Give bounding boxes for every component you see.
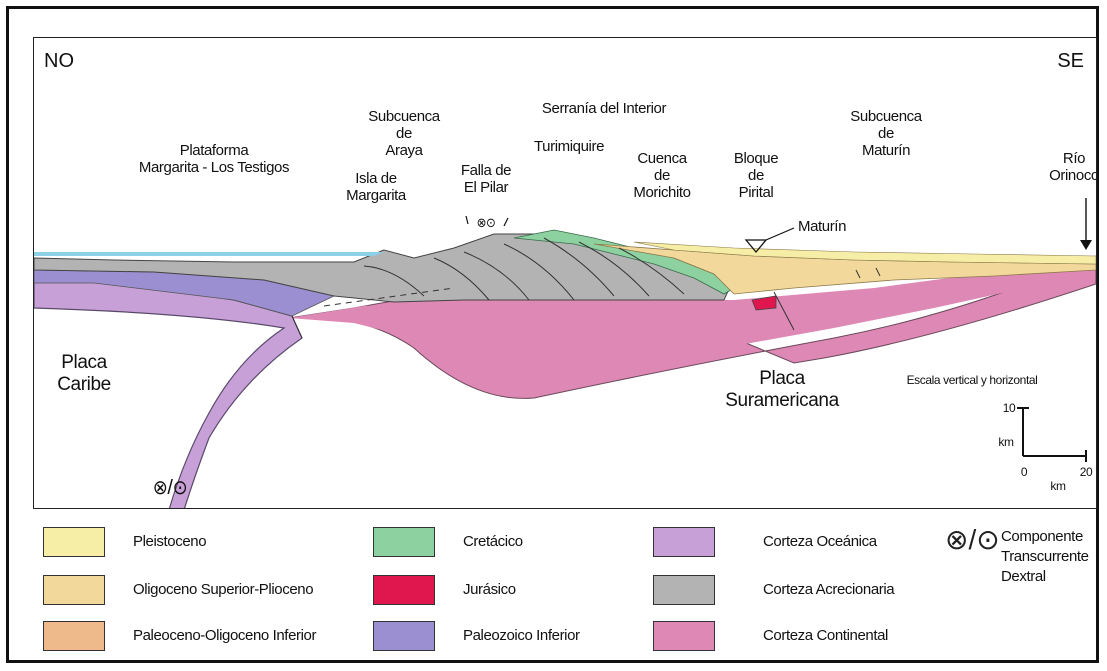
scale-v-unit: km (998, 434, 1013, 451)
orinoco-arrow-head (1080, 240, 1092, 250)
legend-label: Oligoceno Superior-Plioceno (133, 581, 313, 598)
legend-label: Corteza Acrecionaria (763, 581, 894, 598)
legend-swatch (43, 575, 105, 605)
legend-label: Pleistoceno (133, 533, 206, 550)
scale-h-zero: 0 (1021, 464, 1027, 481)
label-maturin-town: Maturín (798, 218, 846, 235)
corner-label-no: NO (44, 50, 74, 73)
jurassic-block (752, 296, 776, 310)
scale-h-value: 20 (1080, 464, 1093, 481)
legend-label: Cretácico (463, 533, 523, 550)
sea-layer (34, 252, 384, 256)
legend-label: Paleoceno-Oligoceno Inferior (133, 627, 316, 644)
corner-label-se: SE (1057, 50, 1084, 73)
legend-swatch (653, 527, 715, 557)
legend-label: Corteza Continental (763, 627, 888, 644)
label-escala: Escala vertical y horizontal (907, 372, 1038, 389)
legend-swatch (43, 621, 105, 651)
legend-swatch (373, 527, 435, 557)
strike-slip-symbol-slab: ⊗/⊙ (153, 480, 188, 497)
legend-label: Paleozoico Inferior (463, 627, 580, 644)
legend-swatch (373, 575, 435, 605)
legend-swatch (373, 621, 435, 651)
legend-swatch (653, 621, 715, 651)
strike-slip-symbol-icon: ⊗/⊙ (945, 523, 1000, 556)
label-turimiquire: Turimiquire (534, 138, 604, 155)
label-serrania: Serranía del Interior (542, 100, 666, 117)
legend-swatch (653, 575, 715, 605)
strike-slip-symbol-map: ⊗⊙ (477, 214, 496, 231)
scale-bar (1017, 408, 1086, 462)
legend-label: Jurásico (463, 581, 516, 598)
scale-h-unit: km (1050, 478, 1065, 495)
scale-v-value: 10 (1003, 400, 1016, 417)
legend-label: Corteza Oceánica (763, 533, 877, 550)
legend-swatch (43, 527, 105, 557)
